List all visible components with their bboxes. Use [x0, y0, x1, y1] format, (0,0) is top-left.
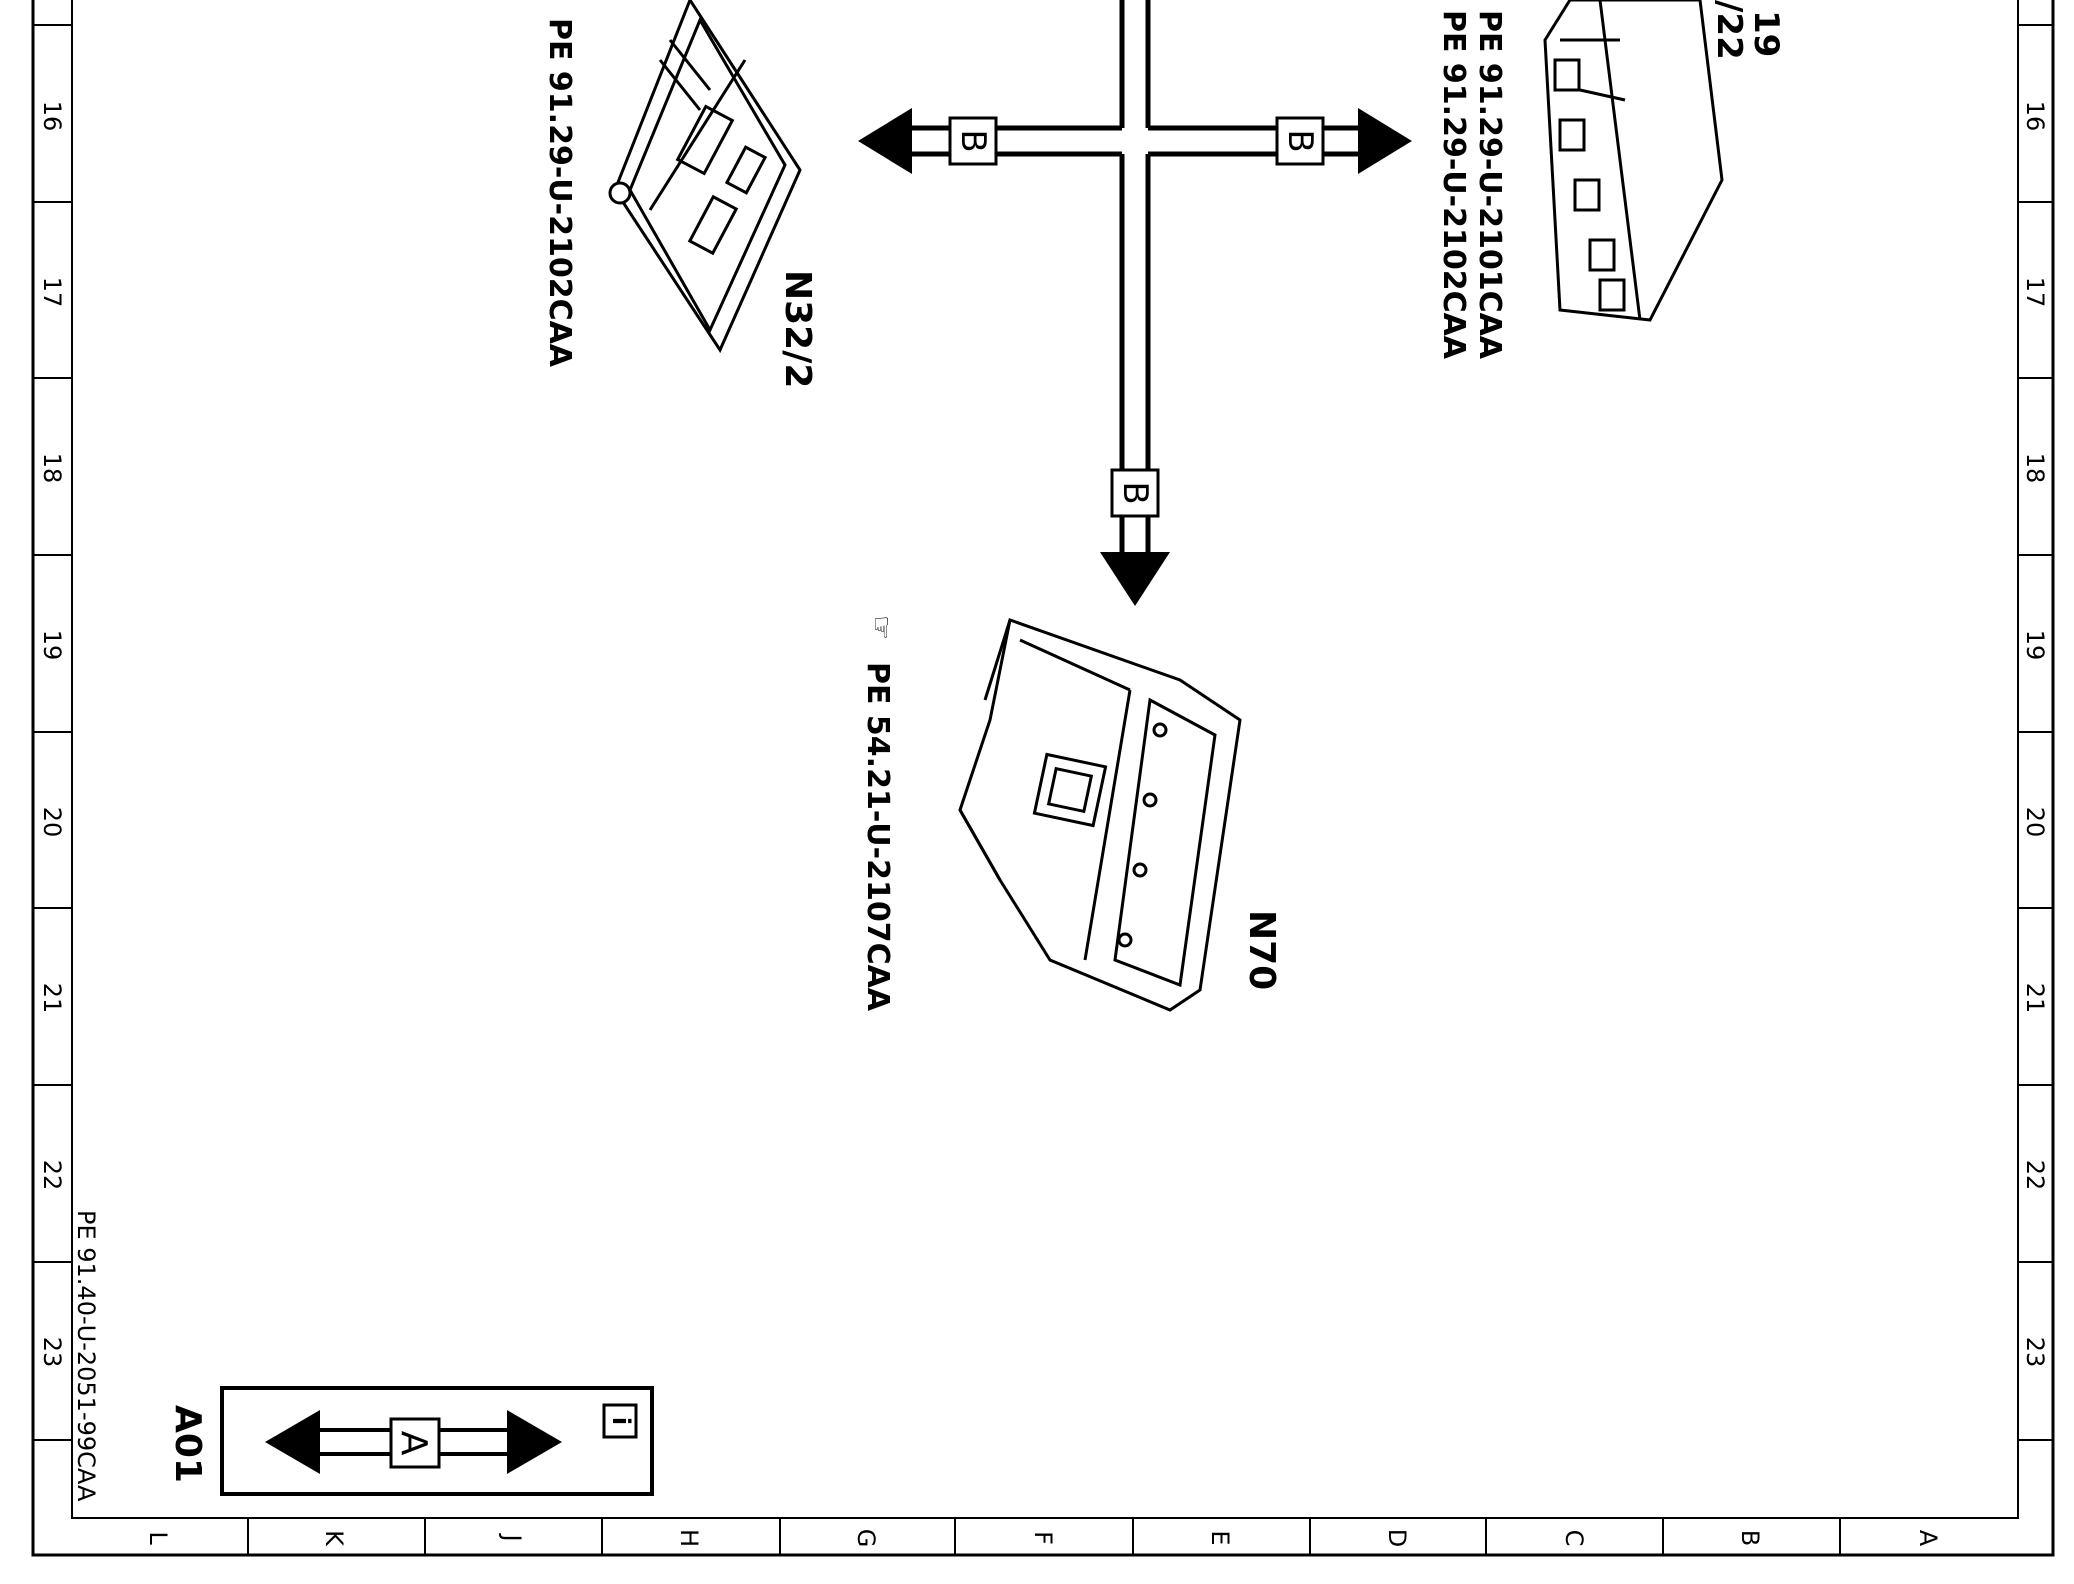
row-number-right: 17 [2021, 277, 2049, 308]
row-number-right: 21 [2021, 983, 2049, 1014]
row-number-right: 23 [2021, 1337, 2049, 1368]
row-number-right: 20 [2021, 807, 2049, 838]
column-letter: A [1914, 1530, 1942, 1547]
row-number-right: 16 [2021, 101, 2049, 132]
row-number-left: 19 [38, 630, 66, 661]
top-right-ref-1: PE 91.29-U-2101CAA [1472, 10, 1507, 360]
n70-ref: PE 54.21-U-2107CAA [860, 662, 895, 1012]
n32-2-label: N32/2 [777, 270, 818, 388]
connector-left-label: B [953, 129, 993, 152]
legend-a01: A i [220, 1386, 654, 1496]
drawing-frame [31, 0, 2055, 1557]
arrow-left-icon [265, 1410, 320, 1474]
connector-down-label: B [1115, 481, 1155, 504]
row-number-left: 22 [38, 1160, 66, 1191]
row-number-right: 19 [2021, 630, 2049, 661]
row-number-left: 23 [38, 1337, 66, 1368]
top-right-module-icon [1543, 0, 1724, 322]
row-number-left: 16 [38, 101, 66, 132]
row-number-left: 20 [38, 807, 66, 838]
connector-right: B [1275, 116, 1325, 166]
n32-2-module-icon [608, 0, 802, 354]
row-number-left: 18 [38, 453, 66, 484]
harness-arrows [858, 108, 1412, 606]
arrow-right-icon [1358, 108, 1412, 174]
column-letter: H [675, 1529, 703, 1547]
pointing-hand-icon: ☞ [865, 615, 898, 640]
column-letter: B [1736, 1530, 1764, 1546]
info-icon-glyph: i [607, 1417, 635, 1425]
row-number-left: 21 [38, 983, 66, 1014]
column-letter: G [852, 1529, 880, 1548]
column-letter: J [498, 1532, 526, 1541]
top-right-label-line1: 19 [1746, 10, 1786, 57]
connector-right-label: B [1280, 129, 1320, 152]
legend-id: A01 [167, 1405, 208, 1483]
top-right-label-line2: /22 [1709, 0, 1749, 60]
column-letter: K [320, 1530, 348, 1547]
arrow-right-icon [507, 1410, 562, 1474]
column-letter: C [1560, 1530, 1588, 1547]
column-letter: E [1206, 1530, 1234, 1545]
row-number-right: 22 [2021, 1160, 2049, 1191]
connector-left: B [948, 116, 998, 166]
arrow-left-icon [858, 108, 912, 174]
row-number-left: 17 [38, 277, 66, 308]
top-right-ref-2: PE 91.29-U-2102CAA [1436, 10, 1471, 360]
column-letter: D [1383, 1529, 1411, 1547]
connector-down: B [1110, 468, 1160, 518]
wire-harness [910, 0, 1360, 540]
footer-reference: PE 91.40-U-2051-99CAA [72, 1210, 100, 1502]
info-icon[interactable] [602, 1403, 638, 1439]
n70-label: N70 [1241, 910, 1282, 990]
column-letter: F [1029, 1531, 1057, 1545]
n32-2-ref: PE 91.29-U-2102CAA [542, 18, 577, 368]
row-number-right: 18 [2021, 453, 2049, 484]
arrow-down-icon [1100, 552, 1170, 606]
legend-connector-label: A [393, 1431, 434, 1456]
n70-control-panel-icon [958, 618, 1242, 1012]
column-letter: L [144, 1531, 172, 1545]
